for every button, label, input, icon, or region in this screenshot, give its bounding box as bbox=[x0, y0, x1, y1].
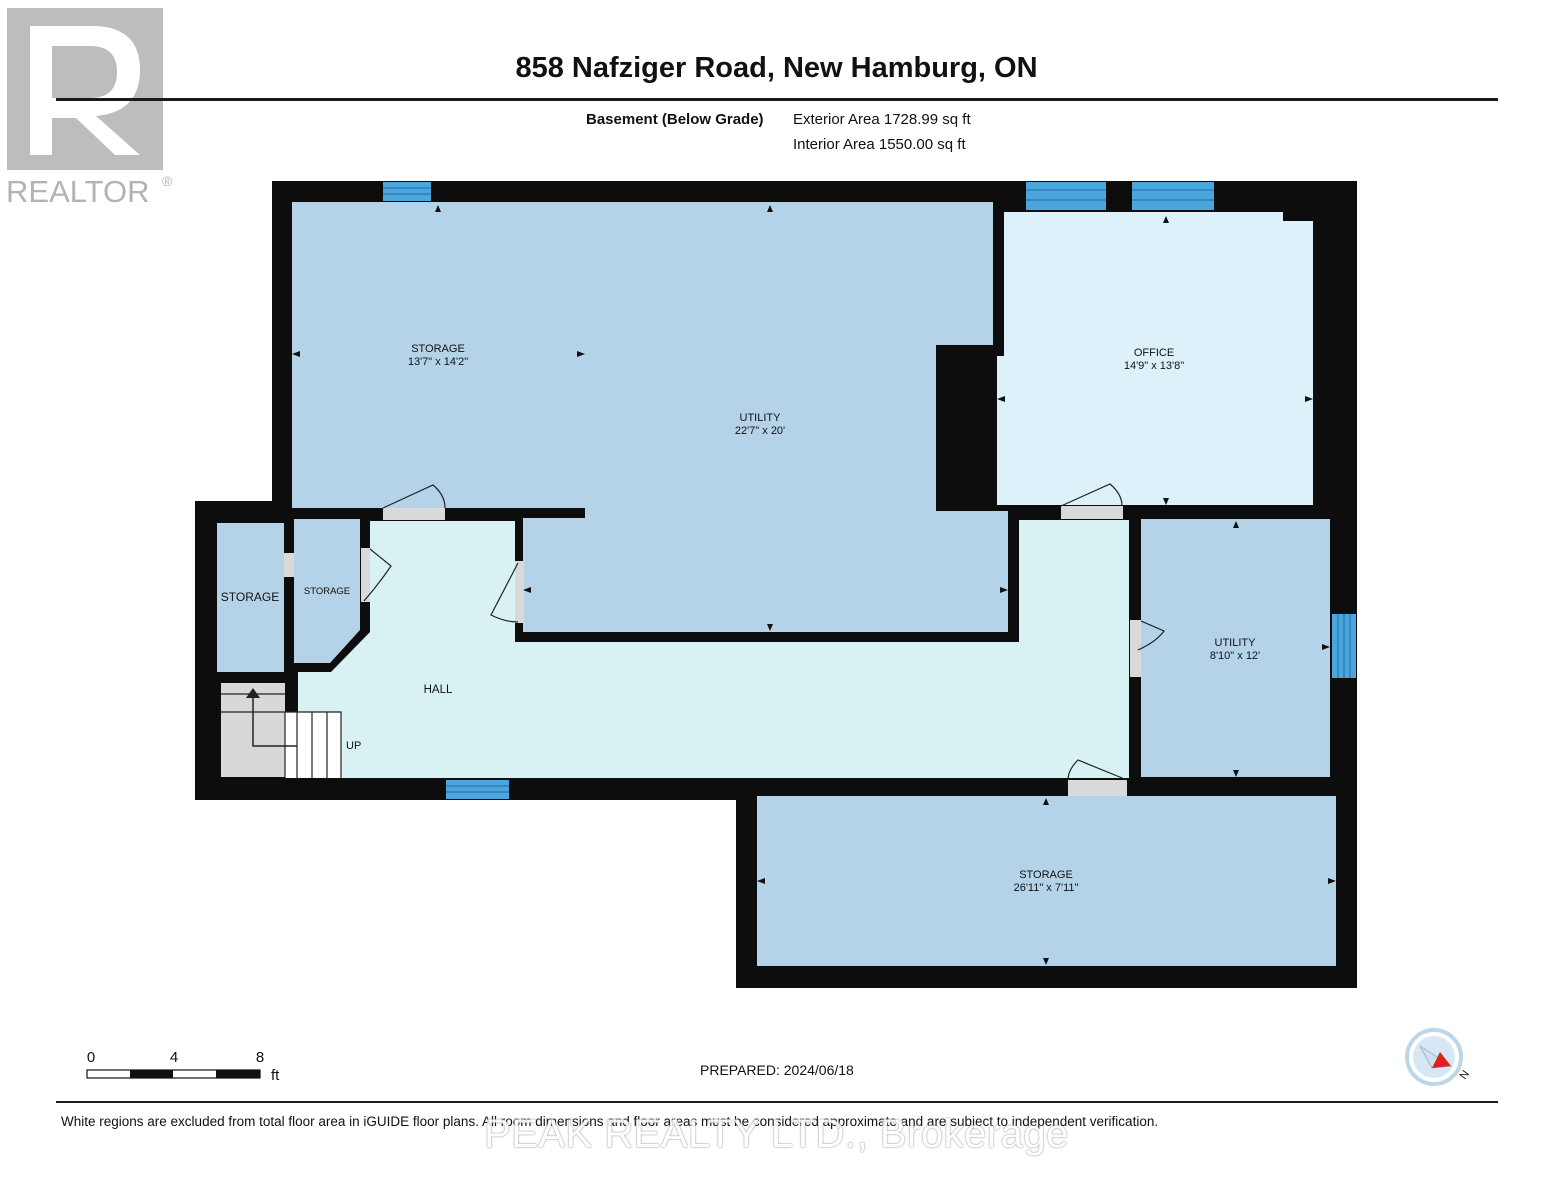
interior-area: Interior Area 1550.00 sq ft bbox=[793, 136, 966, 153]
door-storage-south bbox=[1068, 780, 1127, 796]
door-utility-east bbox=[1130, 620, 1141, 677]
exterior-area: Exterior Area 1728.99 sq ft bbox=[793, 111, 971, 128]
room-dims-storage-south: 26'11" x 7'11" bbox=[1014, 882, 1079, 894]
prepared-date: PREPARED: 2024/06/18 bbox=[700, 1062, 854, 1078]
room-name-hall: HALL bbox=[424, 684, 453, 696]
room-hall bbox=[298, 520, 1129, 778]
realtor-wordmark: REALTOR bbox=[6, 174, 150, 209]
room-name-storage-south: STORAGE bbox=[1019, 869, 1073, 881]
room-dims-utility-east: 8'10" x 12' bbox=[1210, 650, 1260, 662]
room-storage-nw bbox=[292, 202, 585, 508]
door-utility-main bbox=[515, 561, 524, 623]
stair-run bbox=[285, 712, 341, 778]
header-rule bbox=[56, 98, 1498, 101]
scale-bar: 0 4 8 ft bbox=[86, 1049, 280, 1084]
room-storage-left bbox=[217, 523, 284, 672]
footer-rule bbox=[56, 1101, 1498, 1103]
disclaimer: White regions are excluded from total fl… bbox=[61, 1114, 1159, 1129]
scale-unit: ft bbox=[271, 1067, 280, 1084]
stair-arrow bbox=[252, 694, 297, 747]
room-storage-small bbox=[294, 519, 360, 663]
room-utility-east bbox=[1141, 519, 1330, 777]
room-name-office: OFFICE bbox=[1134, 347, 1174, 359]
window-storage-nw bbox=[383, 182, 431, 201]
stairs-up-label: UP bbox=[346, 740, 361, 752]
room-dims-office: 14'9" x 13'8" bbox=[1124, 360, 1184, 372]
door-office bbox=[1061, 506, 1123, 519]
window-office-2 bbox=[1132, 182, 1214, 210]
room-office bbox=[997, 212, 1313, 505]
page-title: 858 Nafziger Road, New Hamburg, ON bbox=[515, 52, 1038, 84]
scale-label-0: 0 bbox=[87, 1049, 95, 1066]
door-storage-nw bbox=[383, 508, 445, 520]
room-dims-storage-nw: 13'7" x 14'2" bbox=[408, 356, 468, 368]
compass-north-label: N bbox=[1458, 1068, 1472, 1081]
window-office-1 bbox=[1026, 182, 1106, 210]
window-hall bbox=[446, 780, 509, 799]
scale-label-4: 4 bbox=[170, 1049, 178, 1066]
room-name-utility-main: UTILITY bbox=[740, 412, 782, 424]
compass-icon: N bbox=[1405, 1028, 1472, 1086]
room-name-storage-left: STORAGE bbox=[221, 590, 279, 604]
registered-mark: ® bbox=[162, 173, 173, 189]
room-utility-main bbox=[523, 202, 1008, 632]
realtor-logo: REALTOR ® bbox=[6, 8, 173, 209]
room-dims-utility-main: 22'7" x 20' bbox=[735, 425, 785, 437]
brokerage-watermark: PEAK REALTY LTD., Brokerage bbox=[484, 1112, 1069, 1156]
level-label: Basement (Below Grade) bbox=[586, 111, 764, 128]
room-name-storage-small: STORAGE bbox=[304, 586, 350, 597]
door-storage-small bbox=[361, 548, 370, 602]
door-storage-left bbox=[284, 553, 294, 577]
room-name-storage-nw: STORAGE bbox=[411, 343, 465, 355]
room-name-utility-east: UTILITY bbox=[1215, 637, 1257, 649]
room-storage-south bbox=[757, 796, 1336, 966]
scale-label-8: 8 bbox=[256, 1049, 264, 1066]
